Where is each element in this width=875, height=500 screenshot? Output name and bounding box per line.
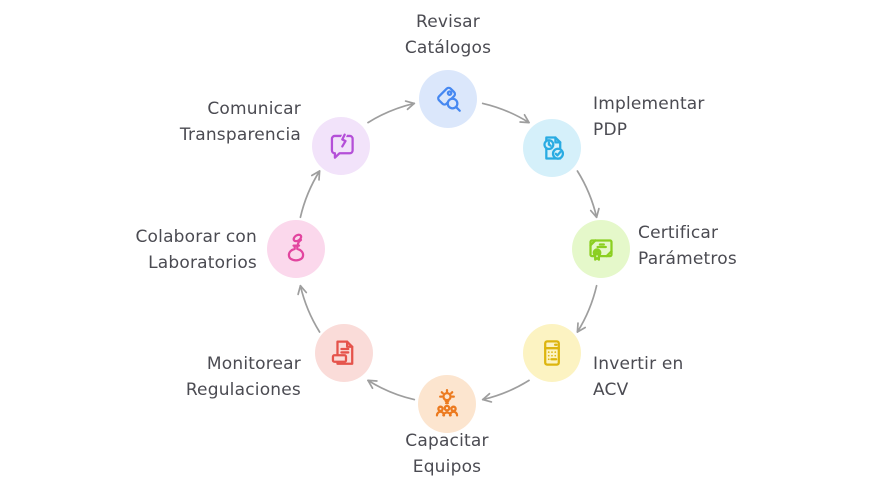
lightbulb-team-icon [435,388,459,417]
node-capacitar-equipos [418,375,476,433]
node-implementar-pdp [523,119,581,177]
label-line: Capacitar [405,431,489,451]
label-certificar-parametros: Certificar Parámetros [638,220,798,272]
label-monitorear-regulaciones: Monitorear Regulaciones [101,351,301,403]
label-implementar-pdp: Implementar PDP [593,91,753,143]
node-comunicar-transparencia [312,117,370,175]
document-stamp-icon [331,340,354,365]
label-line: Implementar [593,94,705,114]
node-colaborar-laboratorios [267,220,325,278]
label-line: Certificar [638,223,719,243]
label-line: Laboratorios [148,253,257,273]
label-line: Monitorear [206,354,301,374]
label-line: Revisar [416,12,480,32]
broken-chat-icon [330,132,354,159]
label-line: Colaborar con [135,227,257,247]
label-line: Parámetros [638,249,737,269]
label-revisar-catalogos: Revisar Catálogos [348,9,548,61]
label-comunicar-transparencia: Comunicar Transparencia [101,96,301,148]
node-revisar-catalogos [419,70,477,128]
label-line: ACV [593,380,629,400]
label-capacitar-equipos: Capacitar Equipos [347,428,547,480]
label-line: Catálogos [404,38,492,58]
label-line: Regulaciones [185,380,301,400]
label-line: Equipos [412,457,482,477]
label-invertir-acv: Invertir en ACV [593,351,753,403]
label-line: Comunicar [207,99,301,119]
label-line: Invertir en [593,354,684,374]
label-line: PDP [593,120,628,140]
label-line: Transparencia [179,125,301,145]
document-clock-check-icon [543,136,565,160]
label-colaborar-laboratorios: Colaborar con Laboratorios [57,224,257,276]
node-monitorear-regulaciones [315,324,373,382]
node-certificar-parametros [572,220,630,278]
certificate-icon [589,239,613,261]
node-invertir-acv [523,324,581,382]
tag-search-icon [437,86,461,112]
calculator-icon [544,340,560,366]
flask-leaf-icon [287,233,305,262]
